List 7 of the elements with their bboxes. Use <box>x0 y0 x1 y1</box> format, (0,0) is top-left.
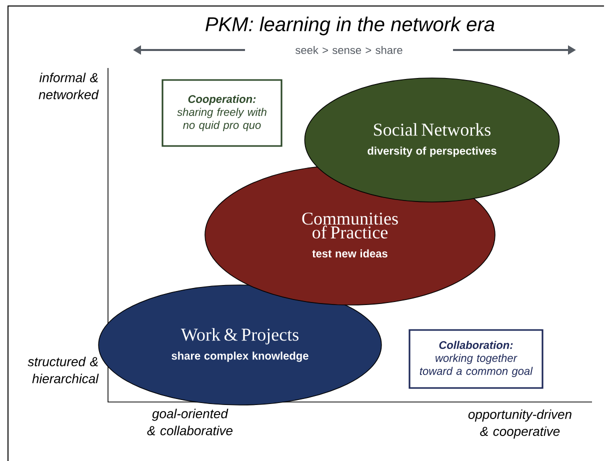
title: PKM: learning in the network era <box>206 16 494 36</box>
arrow-label: seek > sense > share <box>245 42 453 58</box>
axis-label: structured & hierarchical <box>28 356 99 384</box>
axis-label: informal & networked <box>38 72 99 100</box>
axis-label: opportunity-driven & cooperative <box>468 409 572 439</box>
text-box: Collaboration: working together toward a common goal <box>408 329 544 389</box>
text-box: Cooperation: sharing freely with no quid pro quo <box>162 79 282 147</box>
